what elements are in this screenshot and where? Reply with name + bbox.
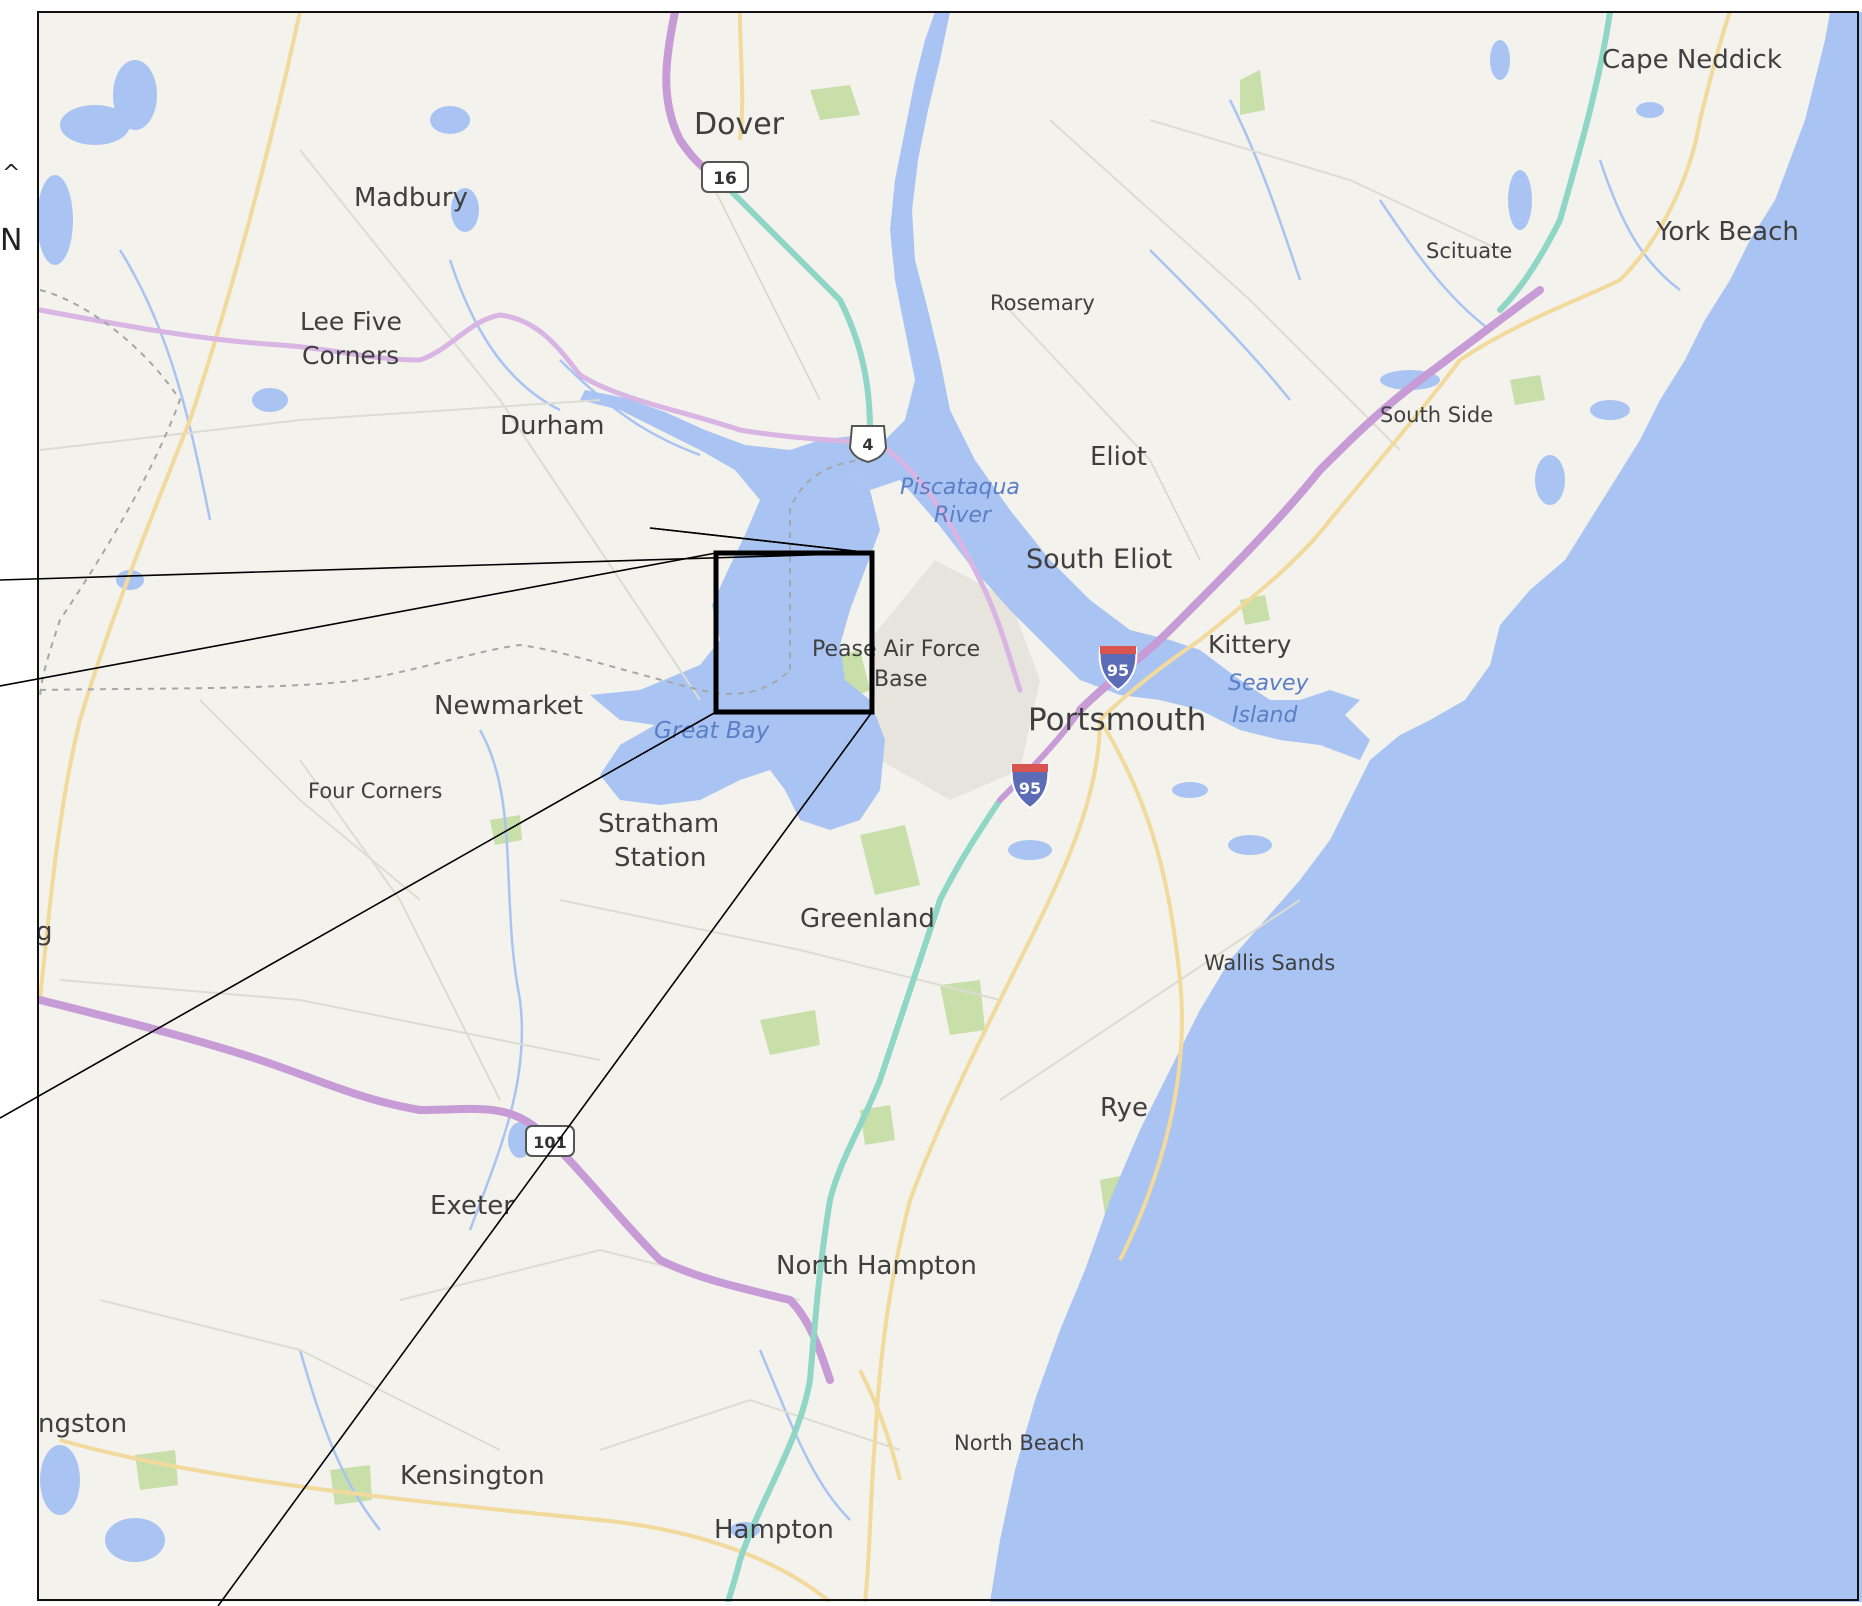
town-label-eliot: Eliot [1090, 442, 1147, 472]
town-label-dover: Dover [694, 107, 785, 142]
town-label-york-beach: York Beach [1655, 217, 1799, 247]
state-roads [38, 12, 1732, 1602]
water-label-island: Island [1232, 703, 1298, 728]
town-label-hampton: Hampton [714, 1515, 834, 1545]
town-label-madbury: Madbury [354, 183, 468, 213]
map-content: Dover Madbury Lee Five Corners Durham Ro… [36, 12, 1862, 1602]
route-shield-101-number: 101 [533, 1133, 566, 1152]
town-label-lee-five: Lee Five [300, 307, 402, 336]
town-label-corners: Corners [302, 341, 399, 370]
town-label-four-corners: Four Corners [308, 779, 442, 803]
town-label-stratham: Stratham [598, 809, 719, 839]
town-label-south-side: South Side [1380, 403, 1493, 427]
lakes [38, 40, 1664, 1562]
interstate-shield-95-north: 95 [1098, 646, 1138, 692]
route-shield-4: 4 [848, 425, 888, 464]
town-label-durham: Durham [500, 411, 604, 441]
map-frame [37, 11, 1859, 1601]
ocean [990, 12, 1862, 1602]
town-label-greenland: Greenland [800, 904, 935, 934]
route-shield-16-number: 16 [713, 169, 737, 189]
town-label-portsmouth: Portsmouth [1028, 702, 1206, 738]
edge-fragment-caret: ^ [2, 161, 20, 186]
water-label-piscataqua: Piscataqua [900, 475, 1020, 500]
town-label-kittery: Kittery [1208, 630, 1292, 659]
interstate-shield-95-south: 95 [1010, 764, 1050, 810]
callout-lines [0, 527, 873, 1606]
route-shield-4-number: 4 [862, 435, 873, 454]
town-label-station: Station [614, 843, 706, 873]
interstate-shield-95-north-number: 95 [1107, 661, 1129, 680]
town-label-rye: Rye [1100, 1093, 1148, 1123]
town-label-g: g [36, 917, 53, 947]
town-label-north-beach: North Beach [954, 1431, 1084, 1455]
poi-label-base: Base [874, 667, 928, 692]
interstate-shield-95-south-number: 95 [1019, 779, 1041, 798]
town-label-newmarket: Newmarket [434, 691, 583, 721]
minor-roads [39, 119, 1501, 1451]
water-label-river: River [934, 503, 993, 528]
town-label-rosemary: Rosemary [990, 291, 1095, 315]
route-shield-101: 101 [525, 1125, 575, 1157]
water-label-great-bay: Great Bay [654, 718, 770, 744]
water-label-seavey: Seavey [1228, 671, 1310, 696]
us-highway-secondary [38, 307, 1023, 693]
town-label-south-eliot: South Eliot [1026, 544, 1172, 575]
town-label-north-hampton: North Hampton [776, 1251, 977, 1281]
interstate-95-line [997, 707, 1083, 803]
town-label-exeter: Exeter [430, 1191, 514, 1221]
town-label-ngston: ngston [38, 1409, 127, 1439]
zoom-box[interactable] [713, 550, 875, 715]
town-label-wallis-sands: Wallis Sands [1204, 951, 1335, 975]
streams [118, 99, 1681, 1531]
route-shield-16: 16 [701, 161, 749, 193]
poi-label-pease-air-force: Pease Air Force [812, 637, 980, 662]
edge-fragment-n: N [0, 223, 22, 258]
rivers-and-bays [580, 12, 1390, 880]
town-label-cape-neddick: Cape Neddick [1602, 45, 1782, 75]
town-label-kensington: Kensington [400, 1461, 545, 1491]
town-label-scituate: Scituate [1426, 239, 1512, 263]
